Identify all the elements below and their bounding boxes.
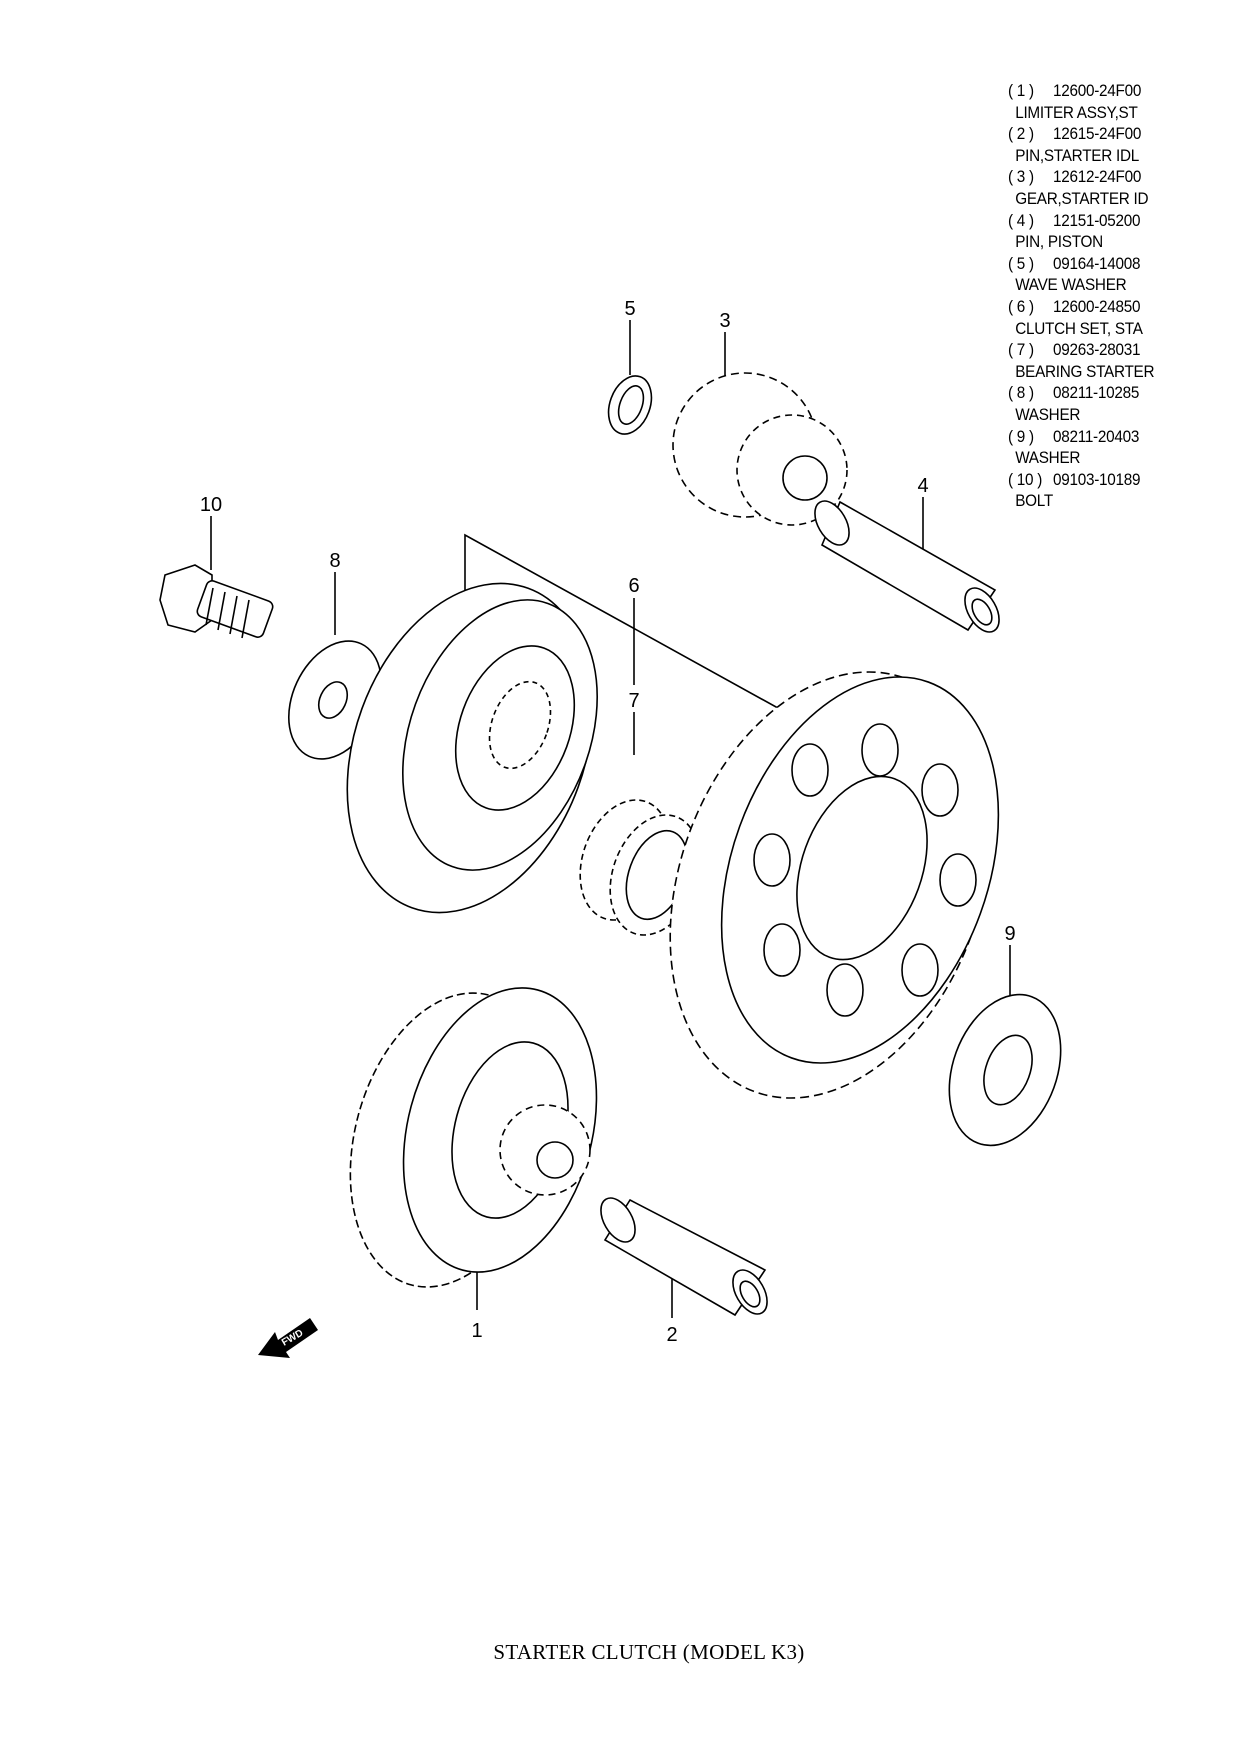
part-index: ( 5 )	[1008, 253, 1034, 273]
part-number: 12615-24F00	[1053, 124, 1142, 144]
part-number: 12151-05200	[1053, 210, 1141, 230]
part-name: BOLT	[1015, 491, 1053, 511]
callout-8: 8	[329, 550, 340, 572]
starter-idle-gear-part-3	[672, 372, 848, 526]
part-number: 12600-24F00	[1053, 81, 1142, 100]
piston-pin-part-4	[814, 500, 1000, 633]
parts-list-item: ( 6 ) 12600-24850	[1008, 296, 1154, 318]
part-number: 12612-24F00	[1053, 167, 1142, 187]
part-name: WASHER	[1015, 448, 1081, 468]
callout-3: 3	[719, 310, 730, 332]
limiter-assy-part-1	[349, 987, 598, 1288]
callout-5: 5	[624, 298, 635, 320]
parts-list-item: ( 10 ) 09103-10189	[1008, 469, 1154, 491]
parts-list-item: ( 7 ) 09263-28031	[1008, 339, 1154, 361]
diagram-title: STARTER CLUTCH (MODEL K3)	[493, 1640, 805, 1664]
callout-4: 4	[917, 475, 928, 497]
callout-2: 2	[666, 1324, 677, 1346]
callout-9: 9	[1004, 923, 1015, 945]
forward-arrow-icon: FWD	[258, 1318, 318, 1358]
parts-list-item: ( 3 ) 12612-24F00	[1008, 166, 1154, 188]
part-index: ( 1 )	[1008, 81, 1034, 100]
part-index: ( 4 )	[1008, 210, 1034, 230]
starter-driven-gear	[669, 671, 1000, 1099]
parts-list-item: ( 8 ) 08211-10285	[1008, 382, 1154, 404]
part-number: 09164-14008	[1053, 253, 1141, 273]
part-index: ( 7 )	[1008, 340, 1034, 360]
parts-list-item: ( 9 ) 08211-20403	[1008, 426, 1154, 448]
part-index: ( 2 )	[1008, 124, 1034, 144]
part-number: 09103-10189	[1053, 469, 1141, 489]
part-name: GEAR,STARTER ID	[1015, 188, 1149, 208]
parts-list-item: ( 4 ) 12151-05200	[1008, 210, 1154, 232]
callout-10: 10	[200, 494, 222, 516]
parts-list-item: ( 1 ) 12600-24F00	[1008, 80, 1154, 102]
part-name: PIN, PISTON	[1015, 232, 1103, 252]
part-number: 09263-28031	[1053, 340, 1141, 360]
clutch-housing-part-6	[346, 582, 598, 914]
part-name: LIMITER ASSY,ST	[1015, 102, 1138, 122]
part-number: 08211-20403	[1053, 426, 1140, 446]
starter-idle-pin-part-2	[600, 1197, 768, 1317]
callout-labels: 1 2 3 4 5 6 7 8 9 10	[200, 298, 1016, 1346]
part-index: ( 10 )	[1008, 469, 1043, 489]
part-index: ( 3 )	[1008, 167, 1034, 187]
part-index: ( 9 )	[1008, 426, 1034, 446]
parts-list-item: ( 2 ) 12615-24F00	[1008, 123, 1154, 145]
part-index: ( 6 )	[1008, 296, 1034, 316]
washer-part-9	[948, 993, 1062, 1147]
part-name: BEARING STARTER	[1015, 361, 1155, 381]
callout-6: 6	[628, 575, 639, 597]
callout-1: 1	[471, 1320, 482, 1342]
wave-washer-part-5	[607, 375, 653, 435]
parts-list-item: ( 5 ) 09164-14008	[1008, 253, 1154, 275]
bolt-part-10	[159, 564, 274, 639]
part-name: WAVE WASHER	[1015, 275, 1127, 295]
part-index: ( 8 )	[1008, 383, 1034, 403]
part-name: PIN,STARTER IDL	[1015, 145, 1139, 165]
part-number: 12600-24850	[1053, 296, 1141, 316]
callout-7: 7	[628, 690, 639, 712]
part-number: 08211-10285	[1053, 383, 1140, 403]
part-name: CLUTCH SET, STA	[1015, 318, 1143, 338]
part-name: WASHER	[1015, 404, 1081, 424]
